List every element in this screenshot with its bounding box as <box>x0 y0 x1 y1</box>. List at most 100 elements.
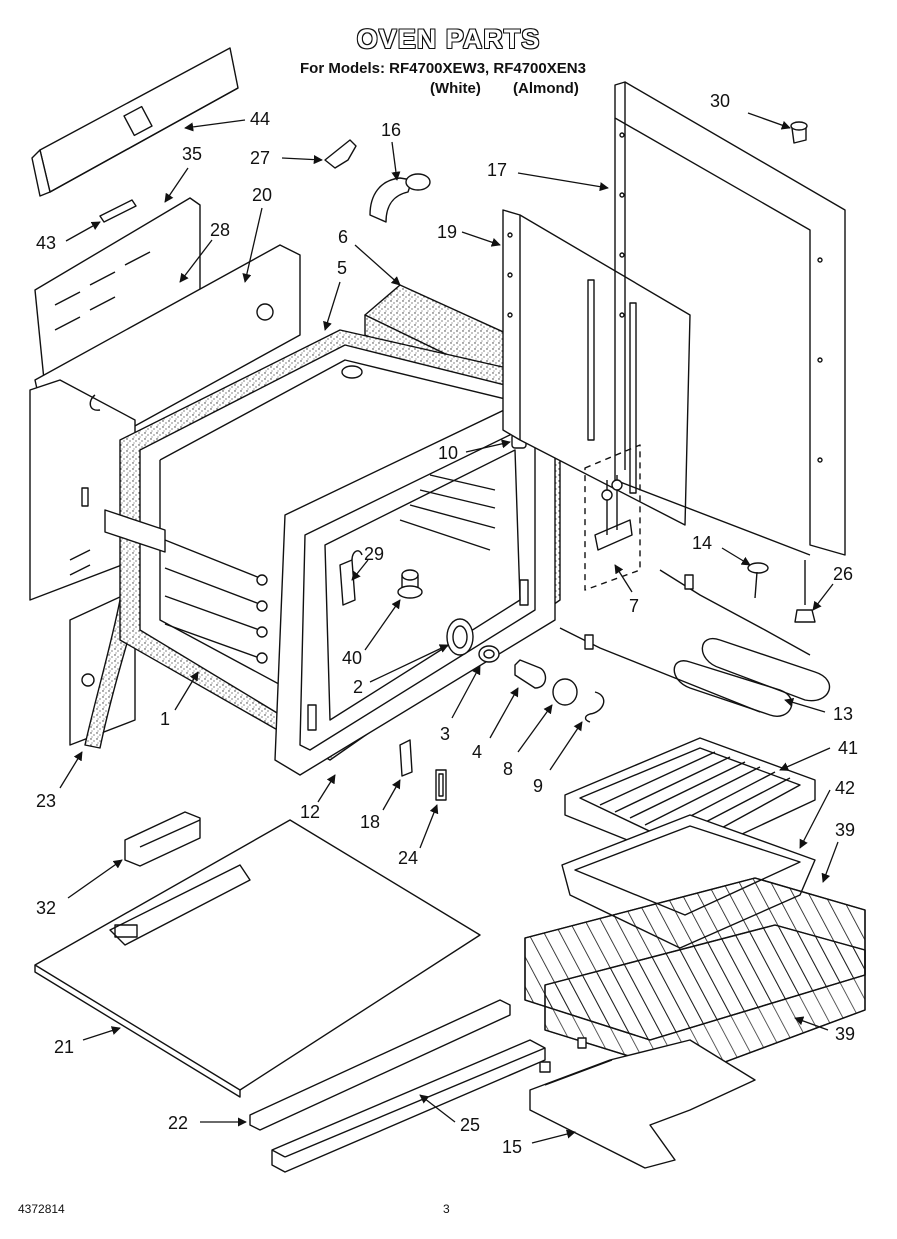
callout-39-lower: 39 <box>835 1024 855 1044</box>
leader-15 <box>531 1129 576 1144</box>
bracket-part-29 <box>339 550 363 606</box>
leader-6 <box>354 244 401 286</box>
callout-39-upper: 39 <box>835 820 855 840</box>
finish-white-label: (White) <box>430 80 481 97</box>
leader-39a <box>821 841 839 883</box>
callout-29: 29 <box>364 544 384 564</box>
callout-9: 9 <box>533 776 543 796</box>
wire-clip-part-9 <box>584 691 605 723</box>
leader-16 <box>391 141 401 181</box>
callout-13: 13 <box>833 704 853 724</box>
page-number: 3 <box>443 1202 450 1216</box>
terminal-bracket-part-7 <box>584 444 641 591</box>
callout-19: 19 <box>437 222 457 242</box>
callout-1: 1 <box>160 709 170 729</box>
leader-32 <box>67 859 123 899</box>
callout-40: 40 <box>342 648 362 668</box>
rail-part-25 <box>271 1039 546 1173</box>
leader-21 <box>82 1026 121 1041</box>
leveling-leg-part-26 <box>794 560 816 623</box>
callout-18: 18 <box>360 812 380 832</box>
leader-19 <box>461 231 501 247</box>
leader-9 <box>549 721 583 771</box>
callout-6: 6 <box>338 227 348 247</box>
callout-42: 42 <box>835 778 855 798</box>
callout-3: 3 <box>440 724 450 744</box>
leader-4 <box>489 687 519 739</box>
leader-27 <box>281 155 323 165</box>
leader-28 <box>179 239 213 283</box>
leader-35 <box>164 167 189 203</box>
callout-43: 43 <box>36 233 56 253</box>
callout-26: 26 <box>833 564 853 584</box>
callout-4: 4 <box>472 742 482 762</box>
leader-10 <box>465 439 511 453</box>
leader-24 <box>419 804 439 849</box>
page-title: OVEN PARTS <box>356 24 541 54</box>
leader-1 <box>174 671 199 711</box>
callout-23: 23 <box>36 791 56 811</box>
callout-7: 7 <box>629 596 639 616</box>
clip-part-18 <box>399 739 413 777</box>
leader-42 <box>799 789 831 849</box>
screw-part-30 <box>790 121 808 144</box>
callout-21: 21 <box>54 1037 74 1057</box>
leader-30 <box>747 112 791 130</box>
callout-17: 17 <box>487 160 507 180</box>
leader-2 <box>369 644 449 683</box>
light-lens-part-2 <box>446 618 474 656</box>
leader-23 <box>59 751 83 789</box>
bracket-part-43 <box>99 199 137 223</box>
leader-44 <box>184 119 246 132</box>
callout-15: 15 <box>502 1137 522 1157</box>
leader-8 <box>517 704 553 753</box>
leader-13 <box>784 697 826 713</box>
callout-10: 10 <box>438 443 458 463</box>
callout-14: 14 <box>692 533 712 553</box>
leader-14 <box>721 547 751 566</box>
leader-12 <box>317 774 336 803</box>
broiler-grid-part-41 <box>564 737 816 863</box>
rail-part-22 <box>249 999 511 1131</box>
sensor-wire-part-14 <box>659 562 811 656</box>
leader-17 <box>517 172 609 192</box>
leader-20 <box>242 207 263 283</box>
leader-39b <box>794 1016 829 1031</box>
callout-28: 28 <box>210 220 230 240</box>
vent-trim-part-44 <box>31 47 239 197</box>
callout-2: 2 <box>353 677 363 697</box>
leader-18 <box>382 779 401 811</box>
callout-32: 32 <box>36 898 56 918</box>
terminal-block-part-32 <box>124 811 201 867</box>
light-bulb-part-4 <box>514 659 547 689</box>
sensor-part-40 <box>397 569 423 599</box>
leader-26 <box>812 583 834 611</box>
bottom-panel-part-21 <box>34 819 481 1098</box>
leader-25 <box>419 1094 456 1123</box>
bake-element-part-13 <box>559 627 831 717</box>
light-socket-part-3 <box>478 645 500 663</box>
callout-8: 8 <box>503 759 513 779</box>
callout-35: 35 <box>182 144 202 164</box>
callout-41: 41 <box>838 738 858 758</box>
callout-5: 5 <box>337 258 347 278</box>
callout-25: 25 <box>460 1115 480 1135</box>
leader-29 <box>351 559 369 581</box>
broil-element-part-15 <box>529 1037 756 1169</box>
document-number: 4372814 <box>18 1202 65 1216</box>
callout-24: 24 <box>398 848 418 868</box>
callout-44: 44 <box>250 109 270 129</box>
rear-inner-panel-part-19 <box>502 209 691 526</box>
callout-22: 22 <box>168 1113 188 1133</box>
leader-41 <box>779 747 831 771</box>
leader-3 <box>451 665 481 719</box>
oven-rack-lower-part-39 <box>544 924 866 1076</box>
models-line: For Models: RF4700XEW3, RF4700XEN3 <box>300 60 586 77</box>
leader-43 <box>65 221 101 242</box>
leader-7 <box>614 564 633 593</box>
clip-part-27 <box>324 139 357 169</box>
callout-20: 20 <box>252 185 272 205</box>
vent-grille-part-24 <box>435 769 447 801</box>
callout-16: 16 <box>381 120 401 140</box>
